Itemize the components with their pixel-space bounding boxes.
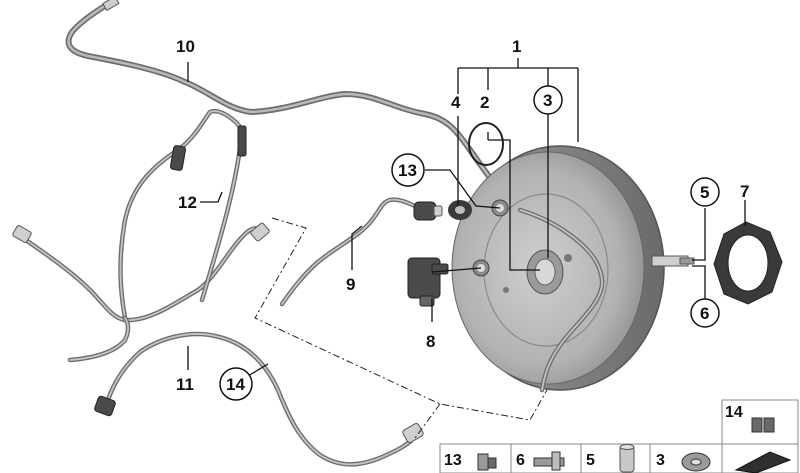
grommet-4 [448, 200, 472, 220]
pressure-sensor-8 [407, 257, 449, 307]
thumbnail-6-label: 6 [516, 452, 525, 469]
assembly-line-2 [414, 403, 441, 439]
callout-8: 8 [426, 332, 435, 351]
callout-2: 2 [480, 93, 489, 112]
callout-13-circled: 13 [391, 153, 425, 187]
vacuum-hose-12 [12, 108, 270, 363]
thumbnail-6[interactable]: 6 [516, 451, 565, 471]
check-valve [413, 201, 443, 221]
callout-5-circled: 5 [690, 177, 720, 207]
seal-ring-2 [468, 122, 504, 166]
callout-9: 9 [346, 275, 355, 294]
assembly-line [254, 217, 549, 421]
callout-14: 14 [226, 375, 245, 394]
vacuum-hose-10 [65, 0, 523, 213]
callout-4: 4 [451, 93, 461, 112]
leader-lines [187, 58, 746, 377]
callout-13: 13 [398, 161, 417, 180]
callout-10: 10 [176, 37, 195, 56]
callout-12: 12 [178, 193, 197, 212]
gasket-7 [713, 221, 783, 305]
thumbnail-13[interactable]: 13 [444, 452, 497, 471]
booster-tube [517, 207, 605, 393]
callout-5: 5 [700, 183, 709, 202]
thumbnail-14-label: 14 [725, 404, 743, 421]
thumbnail-5[interactable]: 5 [586, 444, 635, 473]
thumbnail-3-label: 3 [656, 452, 665, 469]
thumbnail-5-label: 5 [586, 452, 595, 469]
thumbnail-strip: 14 13 6 5 3 [439, 399, 799, 473]
callout-3-circled: 3 [533, 85, 563, 115]
thumbnail-14[interactable]: 14 [725, 404, 775, 433]
callout-1: 1 [512, 37, 521, 56]
thumbnail-3[interactable]: 3 [656, 452, 711, 472]
vacuum-hose-9 [279, 197, 443, 307]
thumbnail-13-label: 13 [444, 452, 462, 469]
brake-booster [451, 145, 695, 391]
callout-3: 3 [543, 91, 552, 110]
callout-7: 7 [740, 182, 749, 201]
callout-6-circled: 6 [690, 298, 720, 328]
thumbnail-tool[interactable] [734, 451, 792, 473]
vacuum-hose-11 [94, 331, 424, 467]
callout-6: 6 [700, 304, 709, 323]
callout-11: 11 [176, 375, 194, 394]
callout-14-circled: 14 [219, 367, 253, 401]
